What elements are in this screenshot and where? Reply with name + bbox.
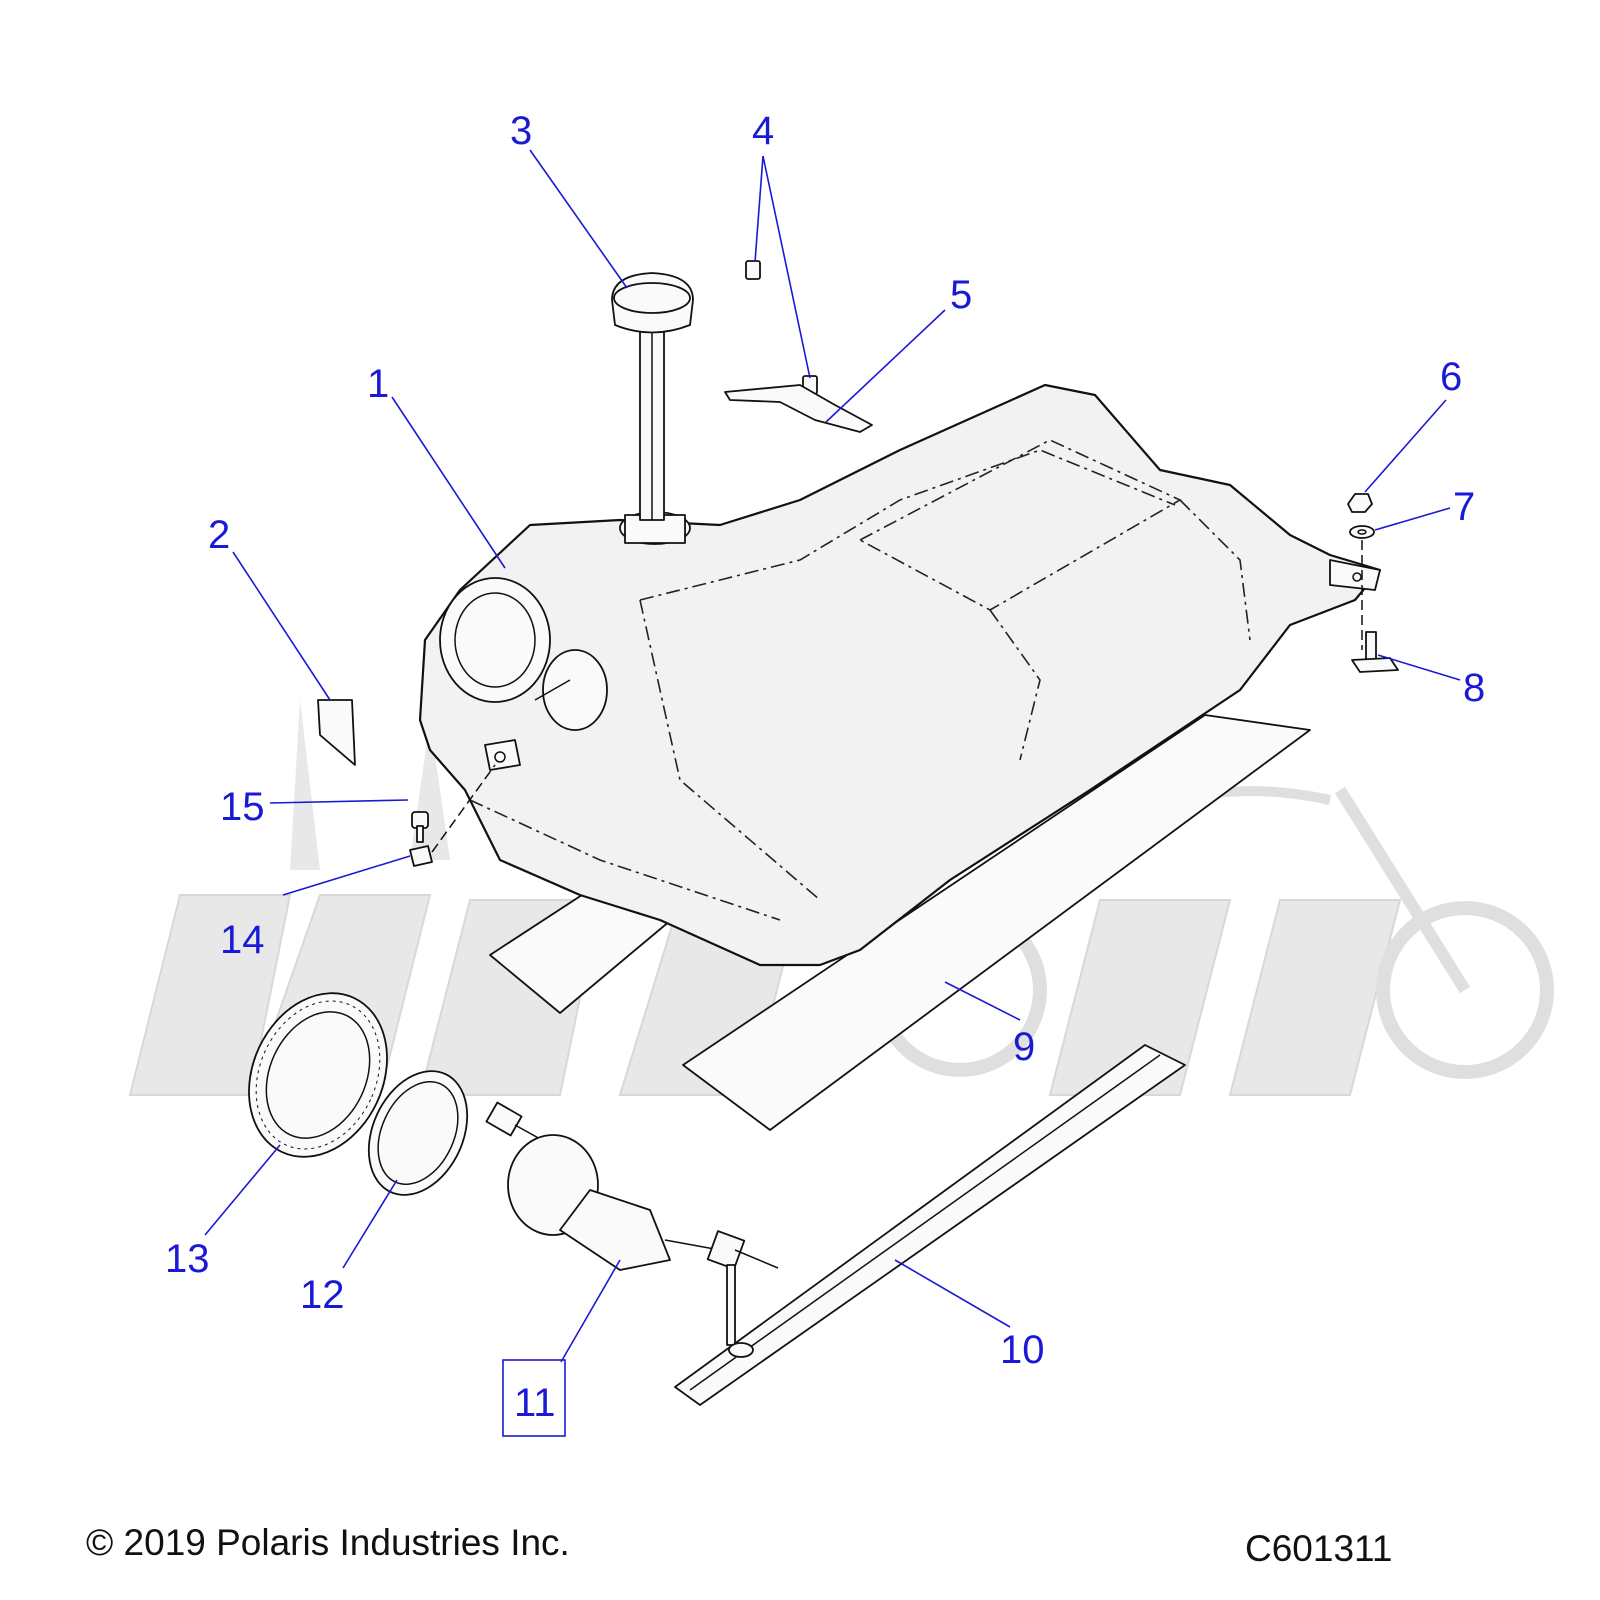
bolts-part-4: [745, 260, 818, 395]
callout-12: 12: [300, 1273, 345, 1317]
callout-5: 5: [950, 273, 972, 317]
washer-part-7: [1349, 525, 1375, 539]
fuel-tank-part-1: [418, 383, 1382, 967]
callout-11: 11: [514, 1381, 556, 1425]
callout-13: 13: [165, 1237, 210, 1281]
callout-14: 14: [220, 918, 265, 962]
plate-part-2: [317, 699, 356, 766]
callout-1: 1: [367, 362, 389, 406]
callout-7: 7: [1453, 485, 1475, 529]
fuel-pump-part-11: [485, 1101, 779, 1358]
stud-part-8: [1351, 631, 1399, 673]
fuel-cap-part-3: [611, 272, 694, 521]
strip-part-10: [674, 1044, 1186, 1406]
callout-4: 4: [752, 109, 774, 153]
leader-lines: [204, 149, 1461, 1363]
clip-part-14: [409, 845, 433, 867]
callout-10: 10: [1000, 1328, 1045, 1372]
callout-15: 15: [220, 785, 265, 829]
callout-3: 3: [510, 109, 532, 153]
callout-6: 6: [1440, 355, 1462, 399]
callout-8: 8: [1463, 666, 1485, 710]
callout-2: 2: [208, 513, 230, 557]
callout-numbers: 1 2 3 4 5 6 7 8 9 10 11 12 13 14 15: [165, 109, 1485, 1425]
diagram-code: C601311: [1245, 1528, 1393, 1569]
callout-box-11: [502, 1359, 566, 1437]
callout-9: 9: [1013, 1025, 1035, 1069]
bracket-part-5: [724, 384, 873, 433]
lock-ring-part-13: [248, 992, 388, 1158]
copyright-text: © 2019 Polaris Industries Inc.: [86, 1522, 570, 1563]
nut-part-6: [1347, 493, 1373, 513]
bolt-part-15: [411, 811, 429, 843]
